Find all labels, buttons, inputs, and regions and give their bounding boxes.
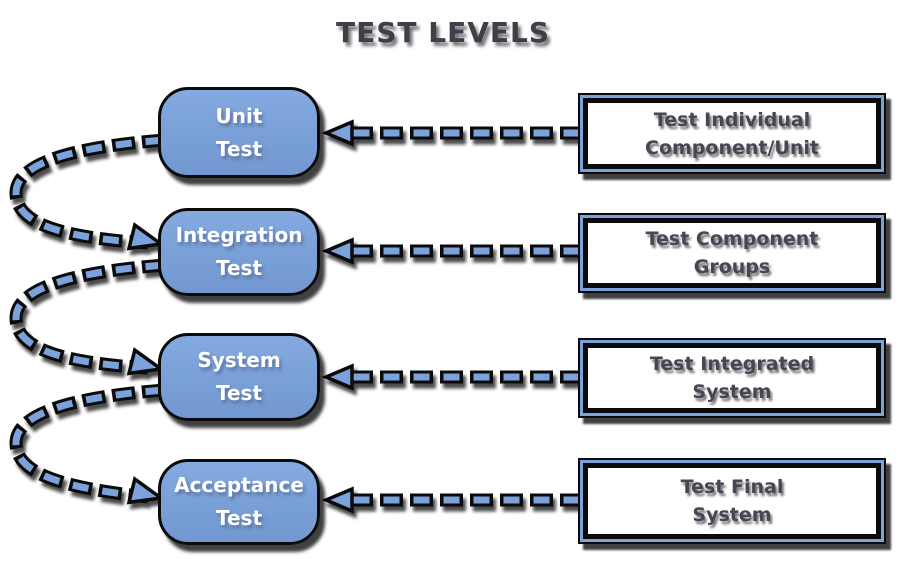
note-test-final-system: Test Final System	[578, 458, 886, 544]
node-label-line: Test	[215, 506, 262, 530]
note-label-line: Test Final	[680, 476, 784, 498]
node-label-line: Test	[215, 381, 262, 405]
dashed-arrow-row2-left-icon	[321, 237, 580, 265]
dashed-arrow-row4-left-icon	[321, 486, 580, 514]
note-label-line: Test Integrated	[649, 353, 815, 375]
note-inner: Test Component Groups	[583, 218, 881, 288]
loop-arrow-system-to-acceptance-icon	[9, 383, 166, 505]
note-label-line: Test Component	[645, 228, 819, 250]
node-system-test: System Test	[158, 333, 320, 421]
note-label-line: Test Individual	[653, 108, 811, 131]
note-label-line: Groups	[693, 256, 771, 278]
note-border: Test Integrated System	[580, 340, 884, 416]
note-border: Test Final System	[580, 460, 884, 542]
dashed-arrow-row1-left-icon	[321, 119, 580, 147]
node-label-line: Integration	[175, 223, 303, 247]
note-border: Test Individual Component/Unit	[580, 95, 884, 172]
note-label-line: Component/Unit	[645, 136, 819, 159]
note-border: Test Component Groups	[580, 215, 884, 291]
node-label-line: System	[197, 348, 281, 372]
loop-arrow-integration-to-system-icon	[9, 258, 166, 376]
node-unit-test: Unit Test	[158, 87, 320, 178]
note-inner: Test Integrated System	[583, 343, 881, 413]
node-integration-test: Integration Test	[158, 208, 320, 296]
node-acceptance-test: Acceptance Test	[158, 459, 320, 545]
note-inner: Test Final System	[583, 463, 881, 539]
node-label-line: Acceptance	[174, 473, 304, 497]
node-label-line: Test	[215, 136, 262, 161]
note-label-line: System	[692, 381, 772, 403]
note-test-individual-component: Test Individual Component/Unit	[578, 93, 886, 174]
note-test-integrated-system: Test Integrated System	[578, 338, 886, 418]
diagram-title: TEST LEVELS	[335, 16, 550, 49]
note-test-component-groups: Test Component Groups	[578, 213, 886, 293]
note-label-line: System	[692, 504, 772, 526]
node-label-line: Test	[215, 256, 262, 280]
loop-arrow-unit-to-integration-icon	[9, 133, 166, 251]
node-label-line: Unit	[215, 103, 263, 128]
dashed-arrow-row3-left-icon	[321, 363, 580, 391]
note-inner: Test Individual Component/Unit	[583, 98, 881, 169]
